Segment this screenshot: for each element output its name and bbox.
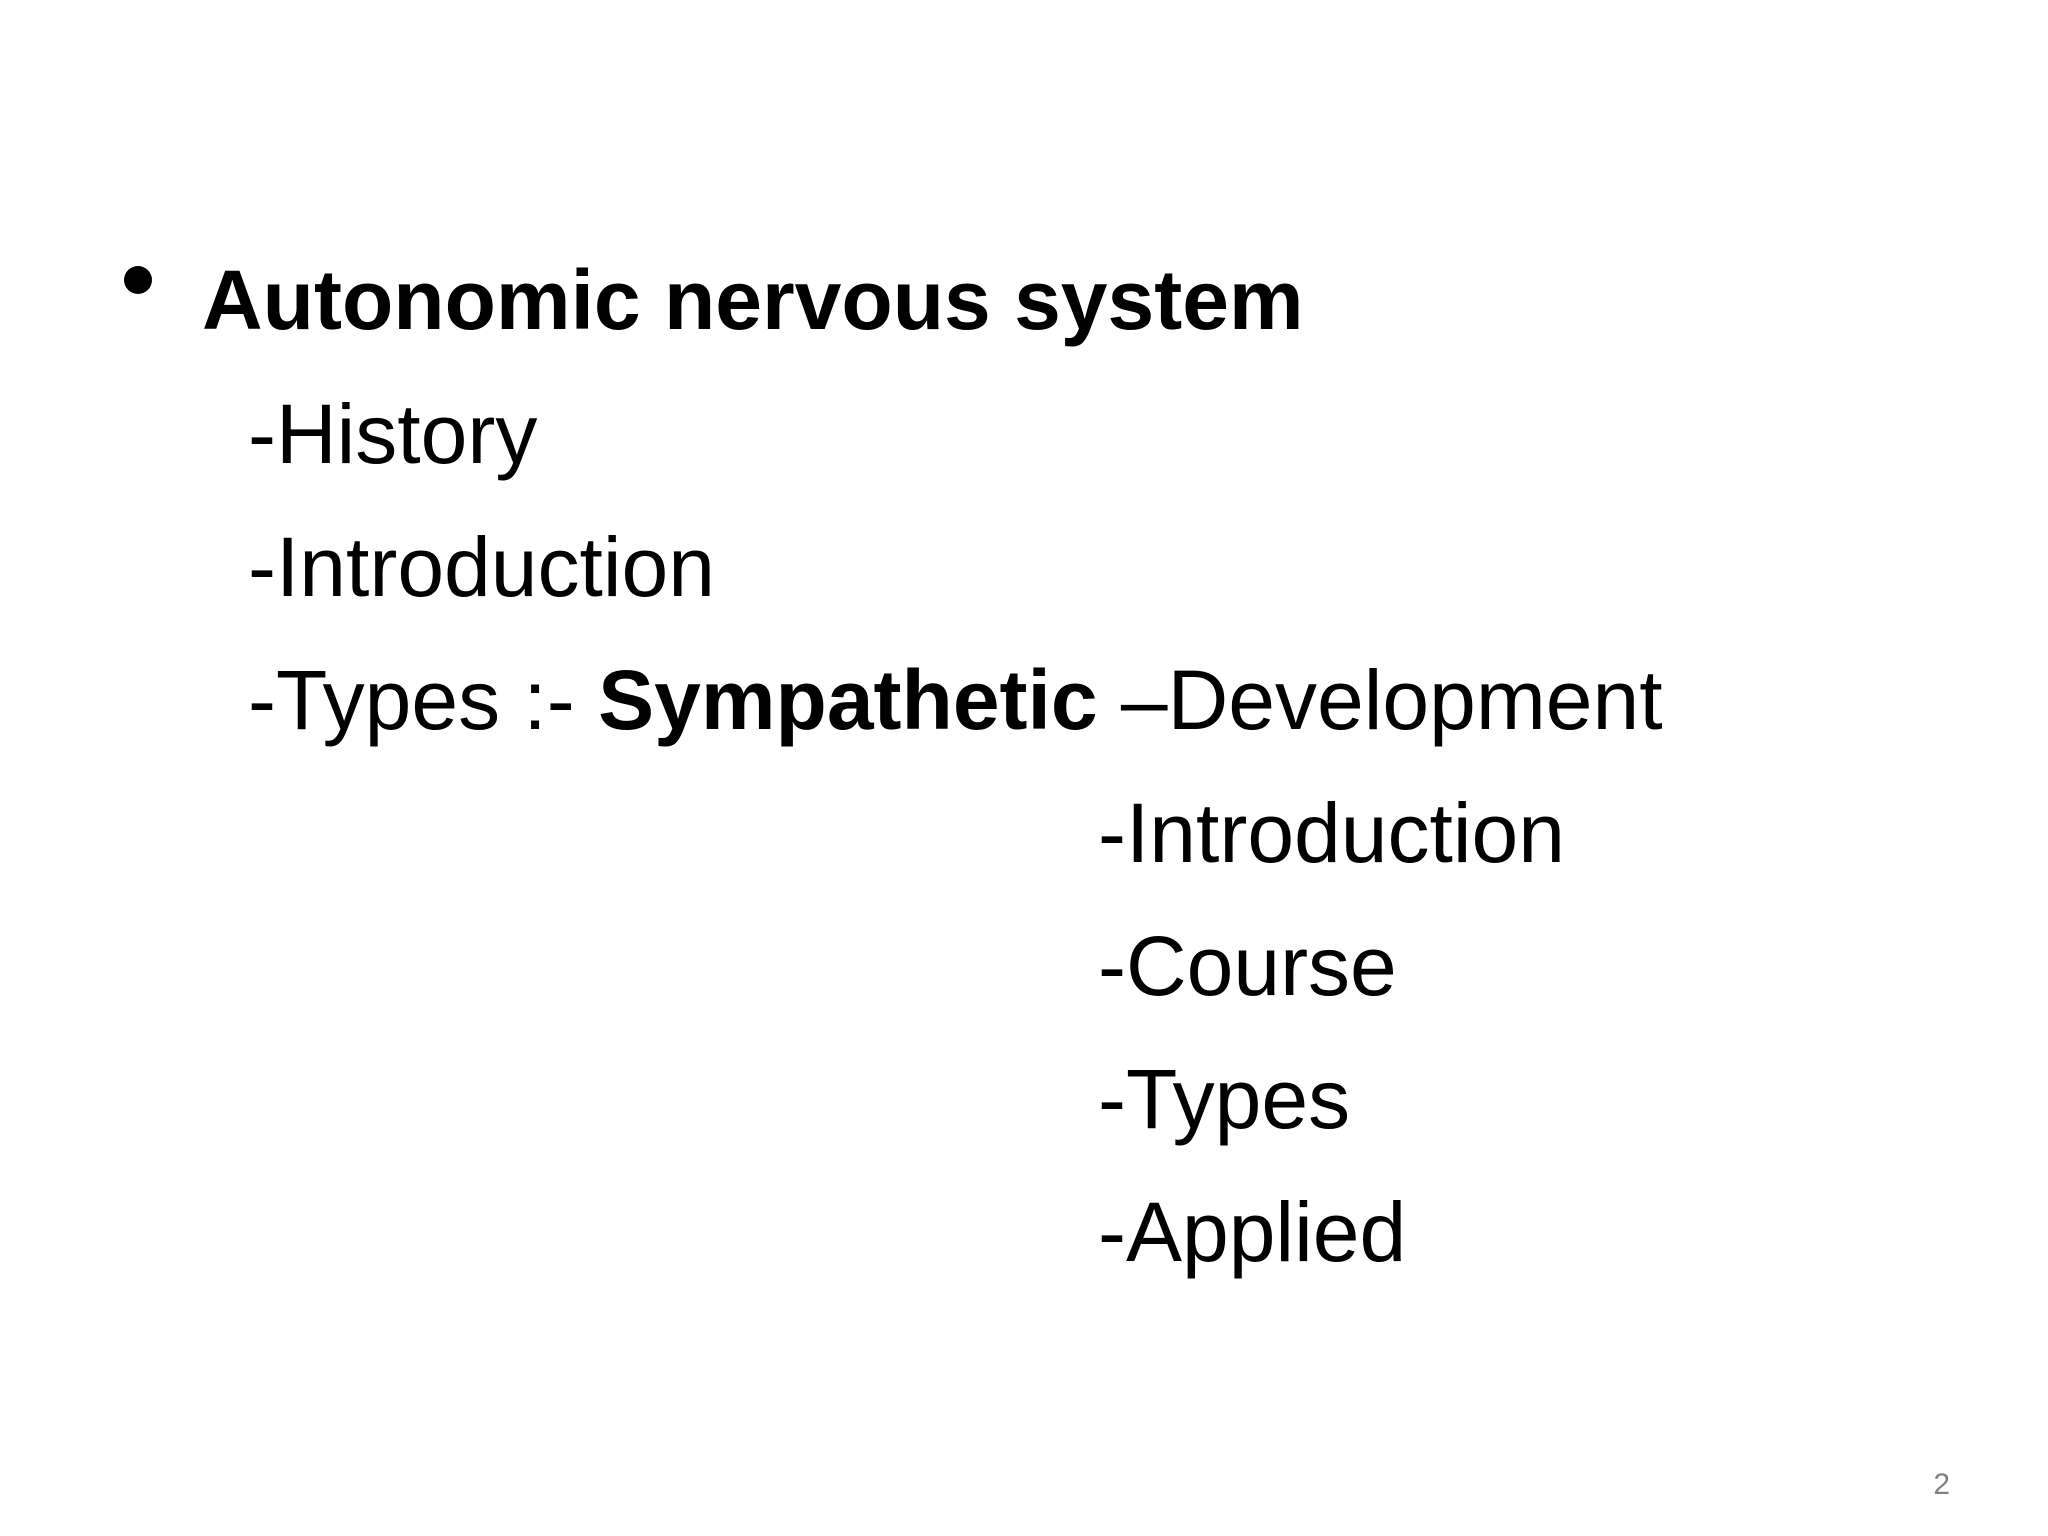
list-item-history: -History: [248, 387, 538, 481]
types-prefix: -Types :-: [248, 653, 599, 747]
bullet-icon: [124, 266, 152, 294]
slide-heading: Autonomic nervous system: [202, 253, 1304, 347]
development-label: –Development: [1097, 653, 1663, 747]
sub-item-applied: -Applied: [1098, 1185, 1407, 1279]
sub-item-introduction: -Introduction: [1098, 786, 1565, 880]
sub-item-course: -Course: [1098, 919, 1397, 1013]
page-number: 2: [1933, 1468, 1950, 1501]
list-item-introduction: -Introduction: [248, 520, 715, 614]
sub-item-types: -Types: [1098, 1052, 1351, 1146]
sympathetic-label: Sympathetic: [598, 653, 1098, 747]
types-line: -Types :- Sympathetic –Development: [248, 658, 1663, 742]
